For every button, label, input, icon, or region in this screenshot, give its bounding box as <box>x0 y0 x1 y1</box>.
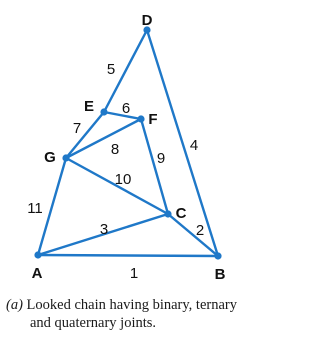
link-4 <box>145 28 220 258</box>
link-label-7: 7 <box>73 120 81 137</box>
link-8 <box>64 117 143 160</box>
caption-text-1: Looked chain having binary, ternary <box>26 297 237 313</box>
joint-b <box>214 252 222 260</box>
link-label-11: 11 <box>27 200 43 217</box>
joint-d <box>143 26 151 34</box>
joint-a <box>34 251 42 259</box>
joint-e <box>100 108 108 116</box>
joint-g <box>62 154 70 162</box>
node-label-b: B <box>215 266 226 283</box>
joint-c <box>164 210 172 218</box>
link-6 <box>102 110 143 121</box>
joints-layer <box>34 26 222 260</box>
links-layer <box>36 28 220 258</box>
node-label-g: G <box>44 149 56 166</box>
joint-f <box>137 115 145 123</box>
caption-line-2: and quaternary joints. <box>30 315 157 331</box>
link-10 <box>64 156 170 216</box>
link-1 <box>36 253 220 258</box>
node-label-f: F <box>148 111 157 128</box>
node-label-c: C <box>176 205 187 222</box>
link-label-8: 8 <box>111 141 119 158</box>
node-label-d: D <box>142 12 153 29</box>
caption-tag: (a) <box>6 297 23 313</box>
node-label-e: E <box>84 98 94 115</box>
link-label-4: 4 <box>190 137 198 154</box>
link-label-5: 5 <box>107 61 115 78</box>
link-5 <box>102 28 149 114</box>
link-label-1: 1 <box>130 265 138 282</box>
node-labels-layer: A B C D E F G <box>32 12 226 283</box>
chain-diagram: A B C D E F G 1 2 3 4 5 6 7 8 9 10 11 <box>27 12 226 283</box>
caption-line-1: (a) Looked chain having binary, ternary <box>6 296 322 314</box>
link-11 <box>36 156 68 257</box>
link-label-2: 2 <box>196 222 204 239</box>
link-2 <box>166 212 220 258</box>
link-label-9: 9 <box>157 150 165 167</box>
link-3 <box>36 212 170 257</box>
link-7 <box>64 110 106 160</box>
link-label-3: 3 <box>100 221 108 238</box>
link-9 <box>139 117 170 216</box>
figure-caption: (a) Looked chain having binary, ternary … <box>6 296 322 332</box>
link-label-6: 6 <box>122 100 130 117</box>
link-labels-layer: 1 2 3 4 5 6 7 8 9 10 11 <box>27 61 204 282</box>
node-label-a: A <box>32 265 43 282</box>
link-label-10: 10 <box>115 171 132 188</box>
